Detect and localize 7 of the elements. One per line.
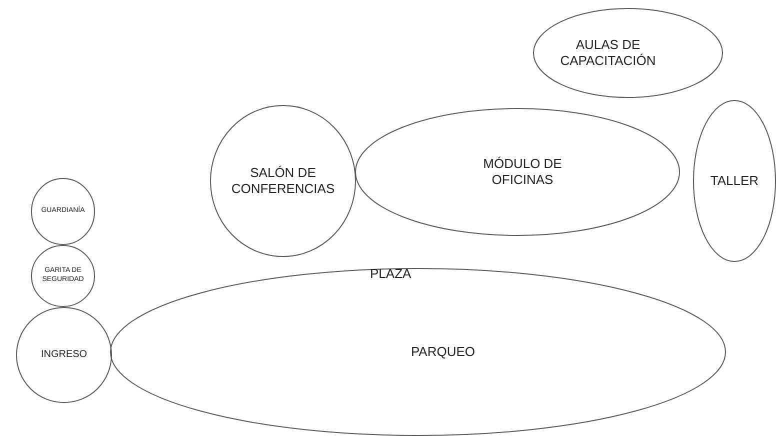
space-label: INGRESO	[40, 348, 88, 362]
space-label: PARQUEO	[410, 344, 476, 360]
space-label: AULAS DE CAPACITACIÓN	[559, 36, 657, 70]
space-label: TALLER	[709, 172, 760, 190]
area-label: PLAZA	[370, 265, 412, 283]
space-label: SALÓN DE CONFERENCIAS	[230, 164, 336, 198]
space-label: MÓDULO DE OFICINAS	[482, 156, 563, 188]
